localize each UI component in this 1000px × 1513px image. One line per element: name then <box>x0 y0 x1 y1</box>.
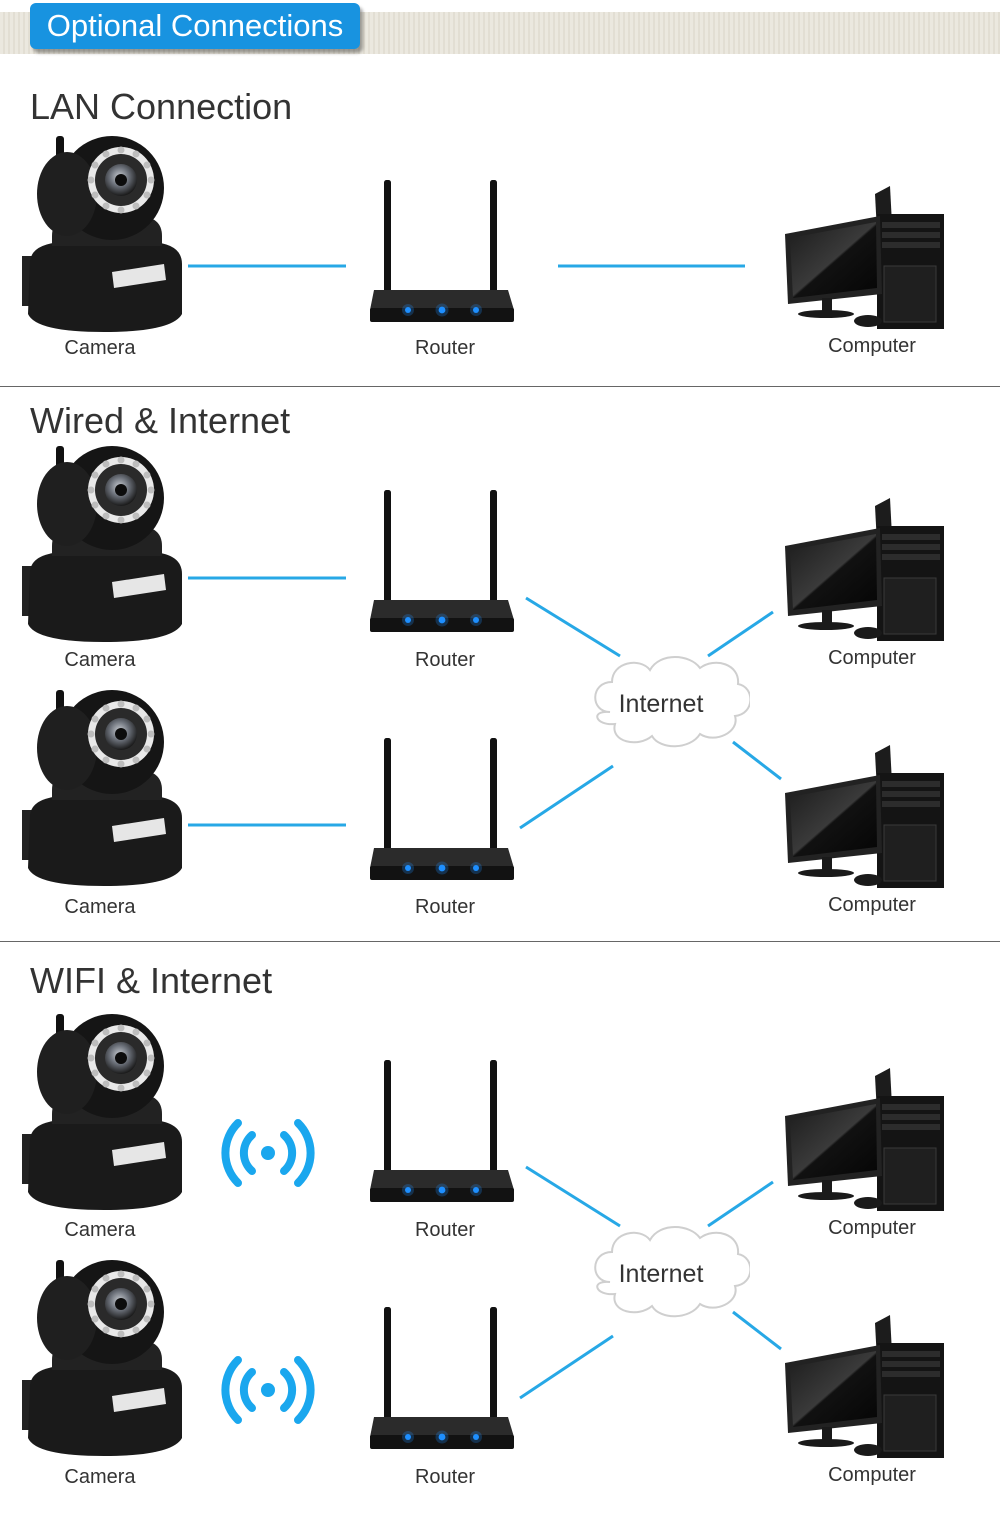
computer-label: Computer <box>828 647 916 669</box>
router-label: Router <box>414 1219 476 1241</box>
camera-label: Camera <box>64 1466 136 1488</box>
section-title-wifi: WIFI & Internet <box>30 960 273 1001</box>
section-title-wired: Wired & Internet <box>30 400 291 441</box>
internet-label: Internet <box>618 1260 704 1288</box>
computer-label: Computer <box>828 894 916 916</box>
computer-label: Computer <box>828 1217 916 1239</box>
camera-device <box>22 1260 182 1456</box>
computer-label: Computer <box>828 335 916 357</box>
computer-device <box>784 1315 945 1459</box>
computer-device <box>784 745 945 889</box>
computer-device <box>784 498 945 642</box>
router-label: Router <box>414 896 476 918</box>
link-router-internet <box>519 1334 614 1400</box>
section-title-lan: LAN Connection <box>30 86 293 127</box>
camera-label: Camera <box>64 1219 136 1241</box>
wifi-icon <box>218 1115 318 1191</box>
link-internet-computer <box>707 610 774 658</box>
camera-device <box>22 136 182 332</box>
computer-label: Computer <box>828 1464 916 1486</box>
computer-device <box>784 1068 945 1212</box>
camera-label: Camera <box>64 649 136 671</box>
router-device <box>370 1307 514 1449</box>
router-device <box>370 738 514 880</box>
link-router-internet <box>519 764 614 830</box>
link-router-internet <box>525 1165 621 1228</box>
router-device <box>370 490 514 632</box>
camera-device <box>22 690 182 886</box>
computer-device <box>784 186 945 330</box>
link-router-internet <box>525 596 621 658</box>
camera-device <box>22 1014 182 1210</box>
router-label: Router <box>414 1466 476 1488</box>
link-internet-computer <box>732 740 782 781</box>
router-device <box>370 180 514 322</box>
camera-label: Camera <box>64 337 136 359</box>
section-divider <box>0 941 1000 942</box>
camera-device <box>22 446 182 642</box>
banner-title: Optional Connections <box>30 3 360 49</box>
camera-label: Camera <box>64 896 136 918</box>
router-label: Router <box>414 649 476 671</box>
router-label: Router <box>414 337 476 359</box>
internet-label: Internet <box>618 690 704 718</box>
wifi-icon <box>218 1352 318 1428</box>
link-internet-computer <box>732 1310 782 1351</box>
section-divider <box>0 386 1000 387</box>
link-internet-computer <box>707 1180 774 1228</box>
router-device <box>370 1060 514 1202</box>
